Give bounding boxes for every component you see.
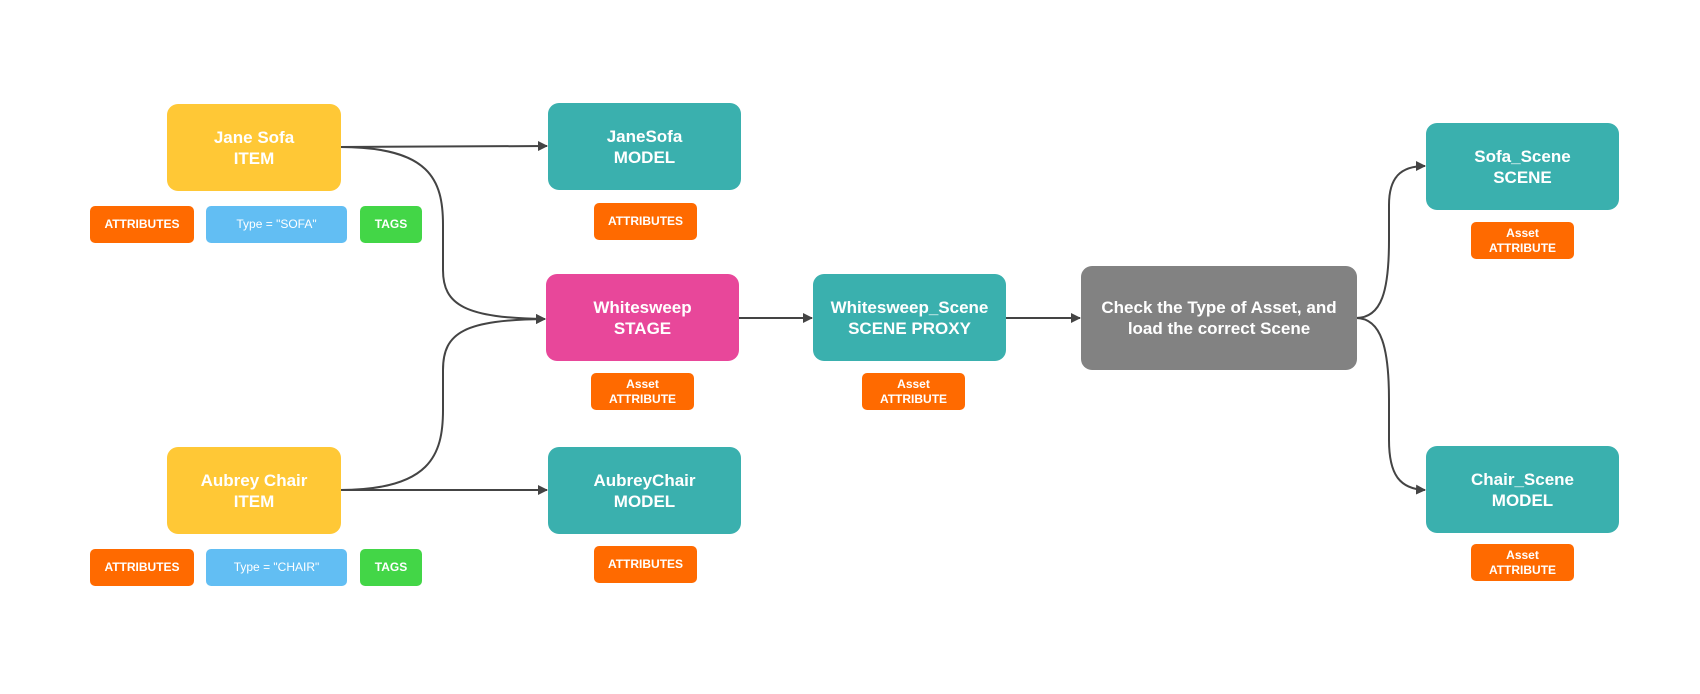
aubrey-chair-attributes-label: ATTRIBUTES xyxy=(104,560,180,574)
edge-jane-sofa-to-whitesweep-stage xyxy=(339,146,546,324)
aubreychair-model-node-name: AubreyChair xyxy=(593,470,696,490)
janesofa-model-node[interactable]: JaneSofa MODEL xyxy=(548,103,741,190)
jane-sofa-tags-tag[interactable]: TAGS xyxy=(360,206,422,243)
check-asset-type-node[interactable]: Check the Type of Asset, and load the co… xyxy=(1081,266,1357,370)
whitesweep-stage-node-name: Whitesweep xyxy=(593,297,692,317)
aubreychair-model-attributes-label: ATTRIBUTES xyxy=(607,557,684,571)
sofa-scene-node-name: Sofa_Scene xyxy=(1474,146,1571,166)
whitesweep-scene-proxy-node[interactable]: Whitesweep_Scene SCENE PROXY xyxy=(813,274,1006,361)
janesofa-model-attributes-label: ATTRIBUTES xyxy=(607,214,684,228)
jane-sofa-tags-label: TAGS xyxy=(374,217,408,231)
jane-sofa-item-node[interactable]: Jane Sofa ITEM xyxy=(167,104,341,191)
whitesweep-scene-attr-line1: Asset xyxy=(897,376,930,391)
aubrey-chair-item-node[interactable]: Aubrey Chair ITEM xyxy=(167,447,341,534)
janesofa-model-node-name: JaneSofa xyxy=(606,126,683,146)
aubrey-chair-type-tag[interactable]: Type = "CHAIR" xyxy=(206,549,347,586)
aubrey-chair-node-name: Aubrey Chair xyxy=(200,470,308,490)
check-asset-type-line1: Check the Type of Asset, and xyxy=(1101,298,1337,317)
whitesweep-stage-node[interactable]: Whitesweep STAGE xyxy=(546,274,739,361)
chair-scene-attr-line2: ATTRIBUTE xyxy=(1488,562,1557,577)
jane-sofa-node-kind: ITEM xyxy=(233,148,275,168)
edge-check-to-sofa-scene xyxy=(1355,161,1426,319)
edge-jane-sofa-to-janesofa-model xyxy=(339,141,548,152)
chair-scene-asset-attribute-tag[interactable]: Asset ATTRIBUTE xyxy=(1471,544,1574,581)
whitesweep-scene-node-name: Whitesweep_Scene xyxy=(830,297,989,317)
check-asset-type-line2: load the correct Scene xyxy=(1127,319,1311,338)
sofa-scene-asset-attribute-tag[interactable]: Asset ATTRIBUTE xyxy=(1471,222,1574,259)
aubrey-chair-tags-label: TAGS xyxy=(374,560,408,574)
whitesweep-stage-attr-line2: ATTRIBUTE xyxy=(608,391,677,406)
aubrey-chair-tags-tag[interactable]: TAGS xyxy=(360,549,422,586)
edge-aubrey-chair-to-whitesweep-stage xyxy=(339,314,546,491)
janesofa-model-node-kind: MODEL xyxy=(613,147,676,167)
janesofa-model-attributes-tag[interactable]: ATTRIBUTES xyxy=(594,203,697,240)
whitesweep-scene-node-kind: SCENE PROXY xyxy=(848,318,971,338)
jane-sofa-type-tag[interactable]: Type = "SOFA" xyxy=(206,206,347,243)
sofa-scene-attr-line2: ATTRIBUTE xyxy=(1488,240,1557,255)
chair-scene-attr-line1: Asset xyxy=(1506,547,1539,562)
jane-sofa-node-name: Jane Sofa xyxy=(213,127,295,147)
edge-check-to-chair-scene xyxy=(1355,317,1426,495)
jane-sofa-attributes-tag[interactable]: ATTRIBUTES xyxy=(90,206,194,243)
whitesweep-scene-asset-attribute-tag[interactable]: Asset ATTRIBUTE xyxy=(862,373,965,410)
aubrey-chair-type-label: Type = "CHAIR" xyxy=(233,560,320,574)
aubreychair-model-node-kind: MODEL xyxy=(613,491,676,511)
chair-scene-node-name: Chair_Scene xyxy=(1471,469,1574,489)
whitesweep-scene-attr-line2: ATTRIBUTE xyxy=(879,391,948,406)
jane-sofa-attributes-label: ATTRIBUTES xyxy=(104,217,180,231)
aubreychair-model-node[interactable]: AubreyChair MODEL xyxy=(548,447,741,534)
chair-scene-node[interactable]: Chair_Scene MODEL xyxy=(1426,446,1619,533)
whitesweep-stage-node-kind: STAGE xyxy=(613,318,672,338)
aubreychair-model-attributes-tag[interactable]: ATTRIBUTES xyxy=(594,546,697,583)
sofa-scene-attr-line1: Asset xyxy=(1506,225,1539,240)
whitesweep-stage-attr-line1: Asset xyxy=(626,376,659,391)
aubrey-chair-attributes-tag[interactable]: ATTRIBUTES xyxy=(90,549,194,586)
whitesweep-stage-asset-attribute-tag[interactable]: Asset ATTRIBUTE xyxy=(591,373,694,410)
aubrey-chair-node-kind: ITEM xyxy=(233,491,275,511)
sofa-scene-node[interactable]: Sofa_Scene SCENE xyxy=(1426,123,1619,210)
chair-scene-node-kind: MODEL xyxy=(1491,490,1554,510)
sofa-scene-node-kind: SCENE xyxy=(1493,167,1552,187)
jane-sofa-type-label: Type = "SOFA" xyxy=(236,217,317,231)
